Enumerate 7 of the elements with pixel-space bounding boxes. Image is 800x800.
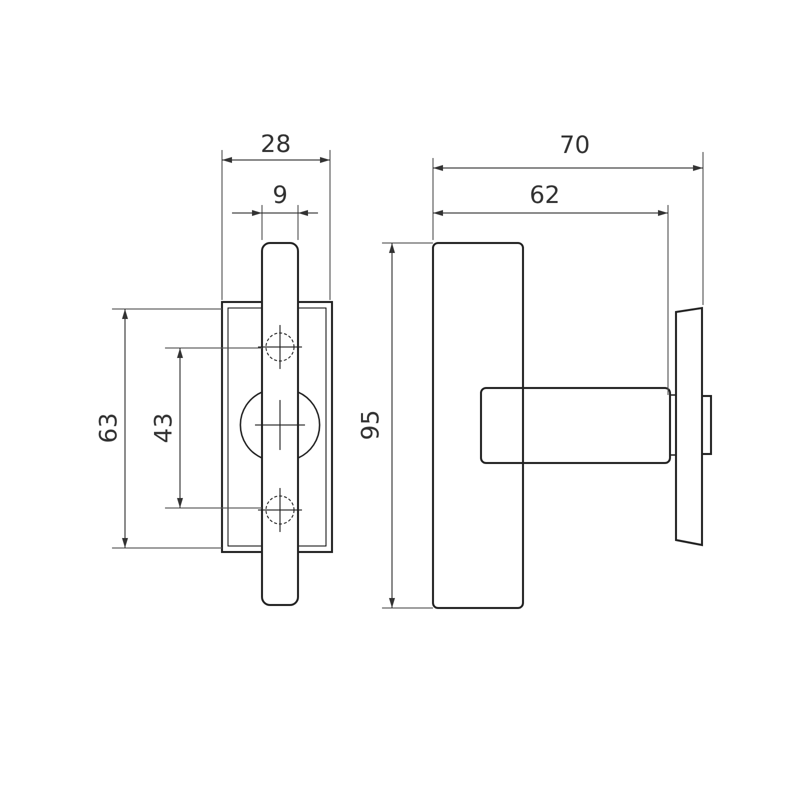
dimension-label: 62 [530,183,560,207]
dimension-label: 63 [96,412,120,444]
dimension-label: 43 [150,412,175,444]
dimension-label: 28 [260,132,292,156]
dimension-label: 70 [560,133,590,157]
dimension-label: 95 [358,410,382,440]
dimension-label: 9 [272,183,288,207]
